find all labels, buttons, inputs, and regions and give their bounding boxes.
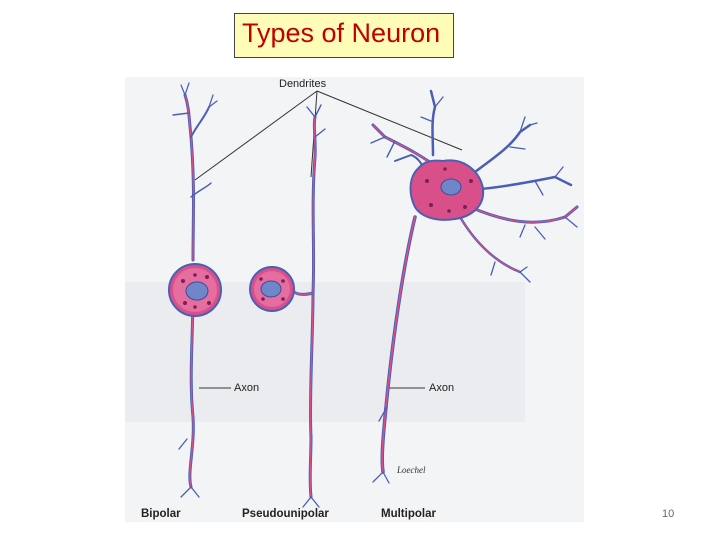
bipolar-label: Bipolar xyxy=(141,508,181,520)
dendrites-label: Dendrites xyxy=(279,78,327,90)
pseudounipolar-label: Pseudounipolar xyxy=(242,508,329,520)
slide-title: Types of Neuron xyxy=(242,18,441,48)
neuron-illustration xyxy=(125,77,584,522)
pseudounipolar-neuron xyxy=(249,104,326,508)
page-number: 10 xyxy=(662,508,675,520)
axon-label-bipolar: Axon xyxy=(234,382,260,394)
title-box xyxy=(234,13,454,58)
multipolar-neuron xyxy=(370,89,579,484)
multipolar-label: Multipolar xyxy=(381,508,436,520)
neuron-types-figure: Dendrites Axon Axon Loechel Bipolar Pseu… xyxy=(125,77,584,522)
artist-signature: Loechel xyxy=(397,465,426,475)
bipolar-neuron xyxy=(168,82,222,498)
axon-label-multipolar: Axon xyxy=(429,382,455,394)
